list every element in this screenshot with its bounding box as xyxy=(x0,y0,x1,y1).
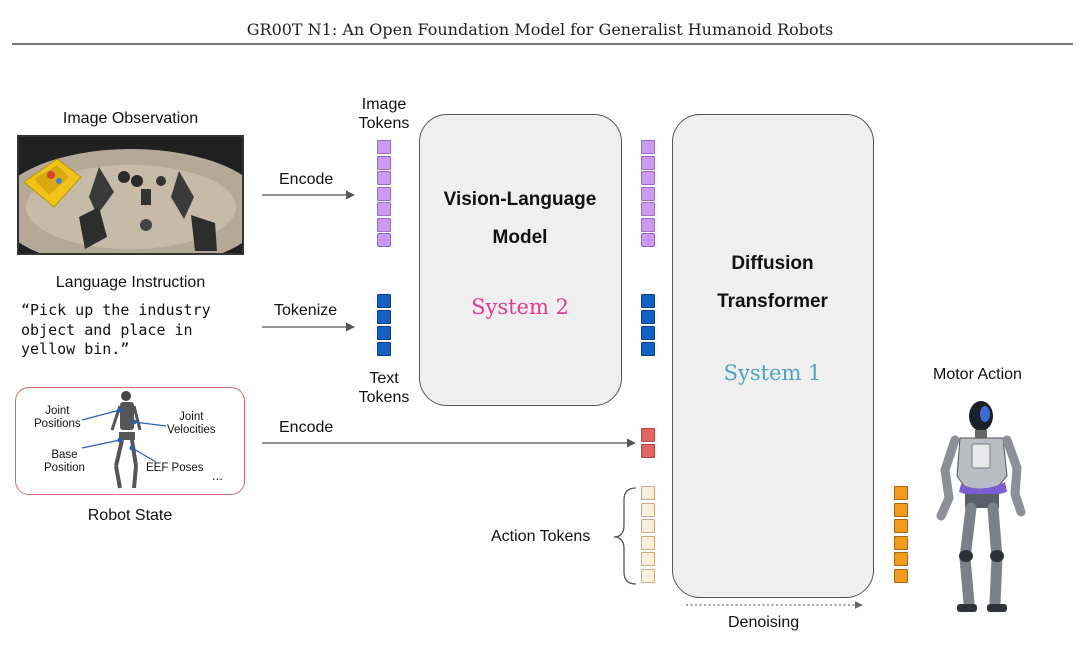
token xyxy=(641,171,655,185)
token xyxy=(894,552,908,566)
instruction-line-2: object and place in xyxy=(21,320,193,339)
instruction-line-1: “Pick up the industry xyxy=(21,301,211,319)
token xyxy=(641,310,655,324)
encode-state-label: Encode xyxy=(279,419,334,436)
language-instruction-text: “Pick up the industry object and place i… xyxy=(21,301,211,360)
encode-image-label: Encode xyxy=(279,171,334,188)
token xyxy=(641,519,655,533)
motor-action-title: Motor Action xyxy=(933,366,1022,383)
image-tokens-label: Image Tokens xyxy=(358,96,410,132)
token xyxy=(641,140,655,154)
header-rule xyxy=(12,43,1073,45)
token xyxy=(641,428,655,442)
tabletop-camera-photo-icon xyxy=(17,135,244,255)
token xyxy=(894,535,908,550)
token xyxy=(377,217,391,232)
tokenize-label: Tokenize xyxy=(274,302,338,319)
vision-language-model-box: Vision-Language Model System 2 xyxy=(419,114,622,406)
token xyxy=(894,486,908,500)
token xyxy=(377,171,391,185)
vlm-title: Vision-Language Model xyxy=(443,189,597,248)
robot-state-ellipsis: ... xyxy=(212,468,223,483)
token xyxy=(641,326,655,340)
action-tokens-brace xyxy=(613,487,637,585)
action-tokens-label: Action Tokens xyxy=(491,528,591,545)
token xyxy=(641,186,655,201)
system-2-label: System 2 xyxy=(471,295,569,319)
diffusion-transformer-box: Diffusion Transformer System 1 xyxy=(672,114,874,598)
token xyxy=(641,233,655,247)
humanoid-robot-icon xyxy=(936,401,1026,612)
token xyxy=(641,342,655,356)
token xyxy=(894,568,908,583)
humanoid-skeleton-icon xyxy=(81,391,167,489)
token xyxy=(641,202,655,216)
token xyxy=(641,486,655,500)
dit-title: Diffusion Transformer xyxy=(717,253,828,312)
token xyxy=(641,294,655,308)
eef-poses-label: EEF Poses xyxy=(146,462,204,474)
text-tokens-label: Text Tokens xyxy=(358,370,410,406)
token xyxy=(377,202,391,216)
token xyxy=(377,342,391,356)
token xyxy=(641,502,655,517)
token xyxy=(641,155,655,170)
robot-state-title: Robot State xyxy=(87,507,173,524)
token xyxy=(641,568,655,583)
token xyxy=(641,535,655,550)
token xyxy=(641,217,655,232)
token xyxy=(894,502,908,517)
token xyxy=(377,140,391,154)
page-header-title: GR00T N1: An Open Foundation Model for G… xyxy=(246,20,834,39)
system-1-label: System 1 xyxy=(723,361,822,385)
token xyxy=(377,310,391,324)
token xyxy=(377,294,391,308)
denoising-label: Denoising xyxy=(728,614,800,631)
language-instruction-title: Language Instruction xyxy=(55,274,206,291)
base-position-label: Base Position xyxy=(44,449,85,474)
token xyxy=(641,444,655,458)
token xyxy=(377,186,391,201)
token xyxy=(377,155,391,170)
token xyxy=(641,552,655,566)
joint-positions-label: Joint Positions xyxy=(34,405,81,430)
token xyxy=(894,519,908,533)
token xyxy=(377,233,391,247)
joint-velocities-label: Joint Velocities xyxy=(167,411,216,436)
robot-state-panel: Joint Positions Joint Velocities Base Po… xyxy=(15,387,245,495)
token xyxy=(377,326,391,340)
image-observation-title: Image Observation xyxy=(62,110,199,127)
instruction-line-3: yellow bin.” xyxy=(21,340,130,358)
